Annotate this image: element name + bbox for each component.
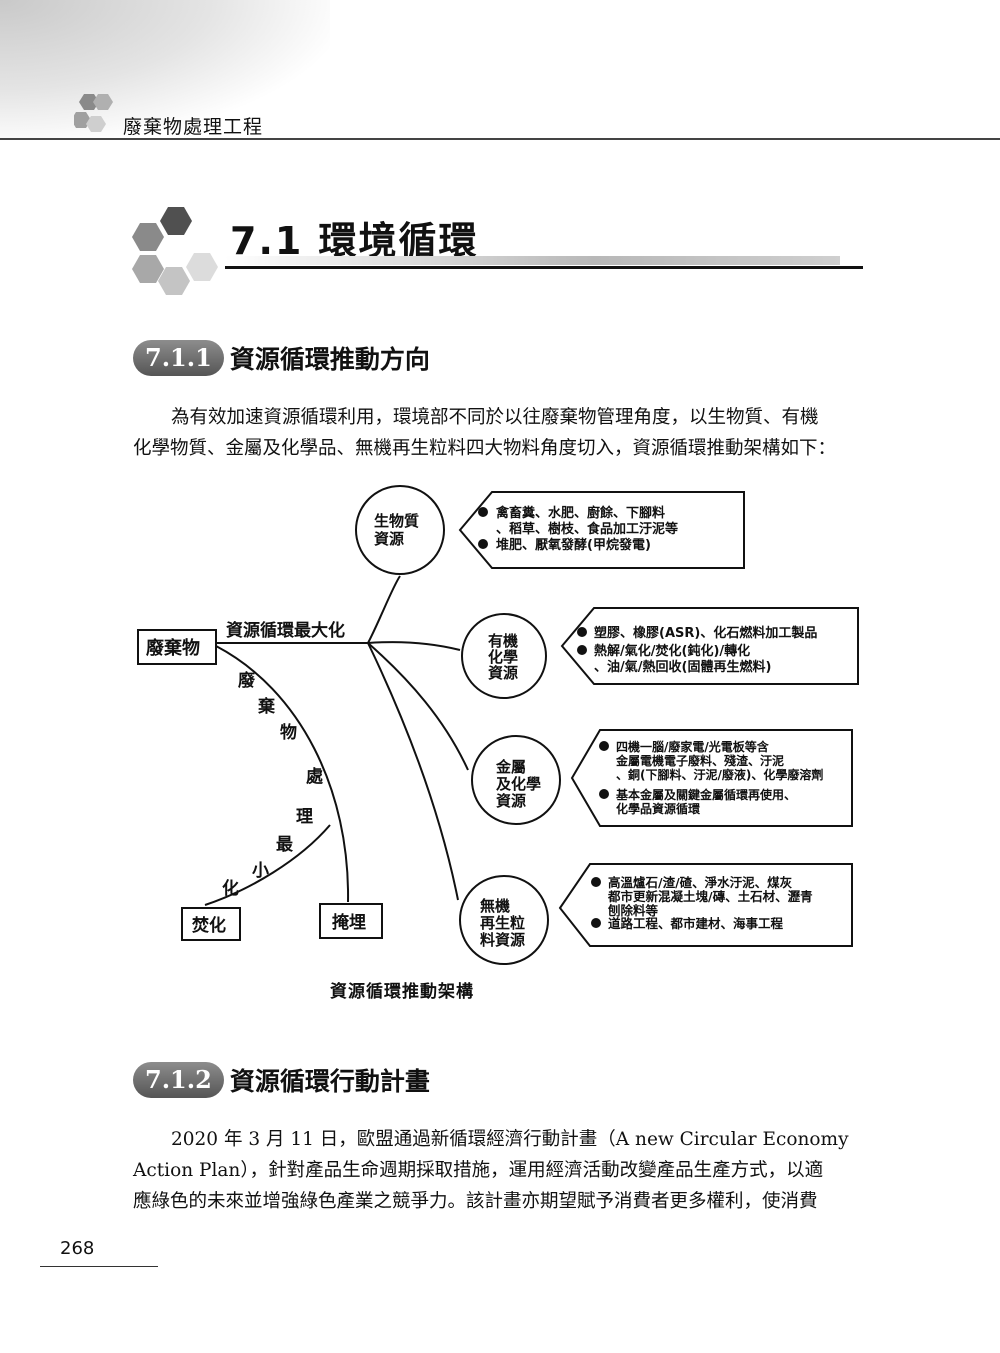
min-label-char: 化 — [222, 878, 239, 899]
metal-label: 金屬 — [495, 758, 526, 776]
metal-bullet-line: 化學品資源循環 — [616, 801, 701, 816]
inorganic-label: 無機 — [480, 897, 510, 915]
min-label-char: 理 — [296, 807, 313, 827]
inorganic-bullet-line: 刨除料等 — [607, 903, 659, 918]
section-number-badge: 7.1.2 — [133, 1062, 224, 1098]
inorganic-label: 料資源 — [480, 931, 525, 949]
organic-bullet-line: 塑膠、橡膠(ASR)、化石燃料加工製品 — [594, 625, 817, 641]
landfill-box — [319, 903, 383, 939]
section-number-badge: 7.1.1 — [133, 340, 224, 376]
resource-cycle-diagram: 廢棄物 資源循環最大化 廢 棄 物 處 理 最 小 化 焚化 掩埋 生物質 資源… — [137, 485, 859, 965]
paragraph-line: 化學物質、金屬及化學品、無機再生粒料四大物料角度切入，資源循環推動架構如下： — [133, 438, 837, 459]
inorganic-bullet-line: 道路工程、都市建材、海事工程 — [608, 916, 784, 931]
section1-paragraph: 為有效加速資源循環利用，環境部不同於以往廢棄物管理角度，以生物質、有機 化學物質… — [133, 402, 869, 464]
diagram-caption: 資源循環推動架構 — [330, 982, 474, 1002]
header-divider — [0, 138, 1000, 140]
min-label-char: 棄 — [257, 696, 276, 717]
biomass-bullet-line: 禽畜糞、水肥、廚餘、下腳料 — [495, 505, 665, 521]
chapter-rule-shade — [225, 256, 840, 265]
section-heading-7-1-1: 7.1.1 資源循環推動方向 — [133, 340, 430, 376]
organic-label: 有機 — [488, 632, 518, 650]
min-label-char: 最 — [276, 835, 294, 855]
biomass-label: 資源 — [374, 530, 404, 548]
min-label-char: 廢 — [238, 670, 256, 691]
paragraph-line: 為有效加速資源循環利用，環境部不同於以往廢棄物管理角度，以生物質、有機 — [171, 407, 819, 428]
paragraph-line: 應綠色的未來並增強綠色產業之競爭力。該計畫亦期望賦予消費者更多權利，使消費 — [133, 1191, 818, 1212]
source-box — [137, 629, 217, 665]
min-label-char: 處 — [306, 766, 324, 787]
section-title: 資源循環推動方向 — [229, 345, 430, 374]
biomass-bullet-line: 堆肥、厭氧發酵(甲烷發電) — [496, 537, 651, 553]
running-header-title: 廢棄物處理工程 — [123, 116, 264, 138]
source-label: 廢棄物 — [146, 637, 200, 659]
incineration-label: 焚化 — [191, 915, 226, 936]
metal-label: 資源 — [496, 792, 526, 810]
organic-arrow-box — [560, 607, 859, 685]
section-heading-7-1-2: 7.1.2 資源循環行動計畫 — [133, 1062, 430, 1098]
incineration-box — [181, 907, 241, 941]
page-number-rule — [40, 1266, 158, 1267]
metal-bullet-line: 金屬電機電子廢料、殘渣、汙泥 — [615, 753, 784, 768]
metal-bullet-line: 四機一腦/廢家電/光電板等含 — [616, 739, 770, 754]
chapter-title: 7.1 環境循環 — [230, 219, 479, 263]
metal-arrow-box — [570, 729, 853, 827]
header-hexagon-logo-icon — [74, 94, 113, 132]
page-number: 268 — [60, 1238, 95, 1259]
inorganic-label: 再生粒 — [480, 914, 525, 932]
inorganic-circle — [459, 875, 549, 965]
organic-label: 資源 — [488, 664, 518, 682]
chapter-hexagon-icon — [132, 207, 218, 295]
inorganic-arrow-box — [558, 863, 853, 947]
organic-label: 化學 — [488, 648, 518, 666]
section2-paragraph: 2020 年 3 月 11 日，歐盟通過新循環經濟行動計畫（A new Circ… — [133, 1124, 869, 1217]
organic-bullet-line: 、油/氣/熱回收(固體再生燃料) — [594, 659, 771, 675]
paragraph-line: 2020 年 3 月 11 日，歐盟通過新循環經濟行動計畫（A new Circ… — [171, 1129, 849, 1150]
inorganic-bullet-line: 高溫爐石/渣/碴、淨水汙泥、煤灰 — [608, 875, 793, 890]
biomass-arrow-box — [458, 491, 745, 569]
metal-circle — [471, 735, 561, 825]
biomass-label: 生物質 — [374, 512, 419, 530]
inorganic-bullet-line: 都市更新混凝土塊/磚、土石材、瀝青 — [607, 889, 813, 904]
metal-bullet-line: 基本金屬及關鍵金屬循環再使用、 — [615, 787, 796, 802]
max-label: 資源循環最大化 — [226, 620, 345, 641]
section-title: 資源循環行動計畫 — [229, 1067, 430, 1096]
biomass-bullet-line: 、稻草、樹枝、食品加工汙泥等 — [496, 521, 678, 537]
organic-circle — [461, 613, 547, 699]
min-label-char: 小 — [252, 861, 269, 881]
chapter-rule — [225, 266, 863, 269]
header-corner-shade — [0, 0, 330, 140]
metal-bullet-line: 、銅(下腳料、汙泥/廢液)、化學廢溶劑 — [616, 767, 823, 782]
min-label-char: 物 — [280, 722, 297, 743]
paragraph-line: Action Plan），針對產品生命週期採取措施，運用經濟活動改變產品生產方式… — [133, 1160, 824, 1181]
metal-label: 及化學 — [496, 775, 541, 793]
organic-bullet-line: 熱解/氣化/焚化(鈍化)/轉化 — [594, 643, 750, 659]
biomass-circle — [355, 485, 445, 575]
landfill-label: 掩埋 — [332, 912, 366, 933]
